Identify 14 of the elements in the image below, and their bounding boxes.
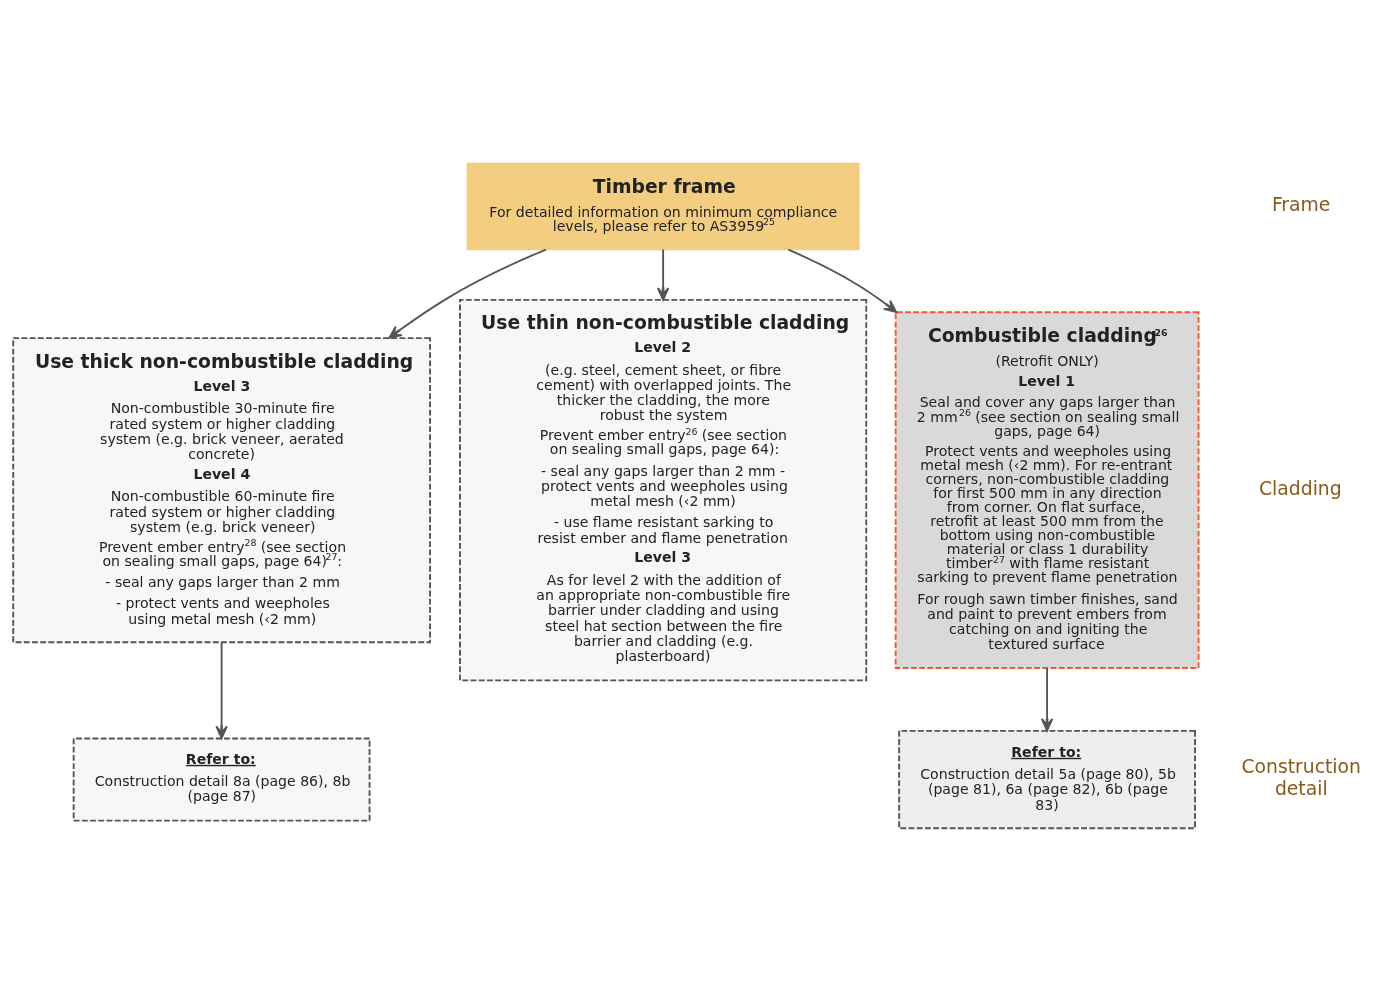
arrow [1040,667,1054,732]
node-box: Combustible cladding$^{26}$ (Retrofit ONLY) Level 1 Seal and cover any gaps larger than 2 mm$^{26}$ (see section on sealing small gaps, page 64) Protect vents and weepholes using metal mesh (‹2 mm). For re-entrant corners, non-combustible cladding for first 500 mm in any direction from corner. On flat surface, retrofit at least 500 mm from the bottom using non-combustible material or class 1 durability timber$^{27}$ with flame resistant sarking to prevent flame penetration For rough sawn timber finishes, sand and paint to prevent embers from catching on and igniting the textured surface [894,311,1200,669]
node-box: Use thin non-combustible cladding Level 2 (e.g. steel, cement sheet, or fibre cement) with overlapped joints. The thicker the cladding, the more robust the system Prevent ember entry$^{26}$ (see section on sealing small gaps, page 64): - seal any gaps larger than 2 mm - protect vents and weepholes using metal mesh (‹2 mm) - use flame resistant sarking to resist ember and flame penetration Level 3 As for level 2 with the addition of an appropriate non-combustible fire barrier under cladding and using steel hat section between the fire barrier and cladding (e.g. plasterboard) [459,298,868,682]
label: Construction detail [1241,756,1361,799]
node-box: Refer to: Construction detail 8a (page 86), 8b (page 87) [72,737,371,822]
label: Cladding [1259,477,1342,499]
node-box: Refer to: Construction detail 5a (page 80), 5b (page 81), 6a (page 82), 6b (page 83) [898,729,1196,830]
arrow [388,248,547,339]
arrow [787,248,898,313]
node-box: Use thick non-combustible cladding Level 3 Non-combustible 30-minute fire rated system or higher cladding system (e.g. brick veneer, aerated concrete) Level 4 Non-combustible 60-minute fire rated system or higher cladding system (e.g. brick veneer) Prevent ember entry$^{28}$ (see section on sealing small gaps, page 64)$^{27}$: - seal any gaps larger than 2 mm - protect vents and weepholes using metal mesh (‹2 mm) [12,337,431,644]
arrow [656,248,670,301]
node-box: Timber frame For detailed information on minimum compliance levels, please refer to AS3959$^{25}$ [466,162,860,251]
label: Frame [1271,194,1331,216]
arrow [215,641,228,740]
